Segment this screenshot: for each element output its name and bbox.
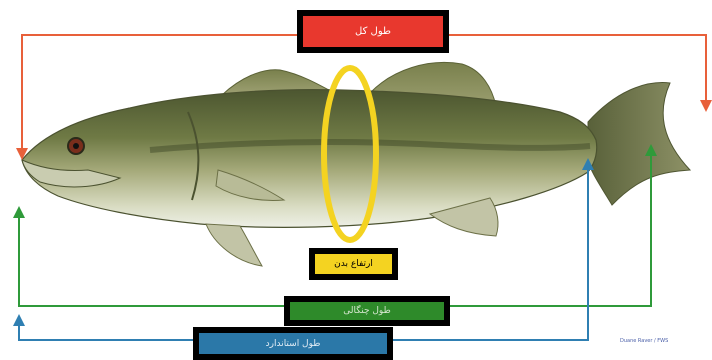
body-height-text: ارتفاع بدن [334, 259, 373, 269]
fork-length-label: طول چنگالی [284, 296, 450, 326]
fork-length-text: طول چنگالی [343, 306, 390, 316]
illustration-credit: Duane Raver / FWS [620, 338, 668, 344]
arrow-up-icon [13, 206, 25, 218]
arrow-down-icon [700, 100, 712, 112]
tail-fin [588, 83, 690, 205]
body-height-label: ارتفاع بدن [309, 248, 398, 280]
total-length-label: طول کل [297, 10, 449, 53]
arrow-up-icon [13, 314, 25, 326]
fish-body [22, 90, 597, 228]
pelvic-fin [206, 224, 262, 266]
standard-length-text: طول استاندارد [266, 339, 321, 349]
standard-length-line [19, 322, 193, 340]
standard-length-label: طول استاندارد [193, 327, 393, 360]
total-length-text: طول کل [355, 26, 391, 37]
